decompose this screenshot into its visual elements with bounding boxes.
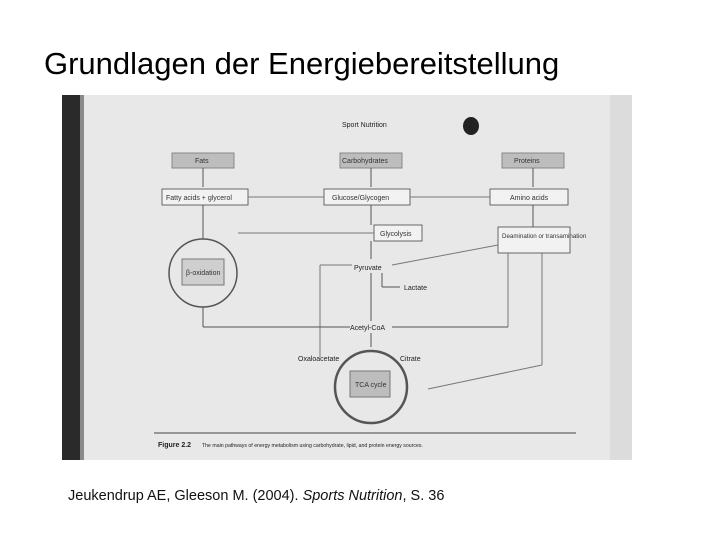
tca-label: TCA cycle: [355, 382, 387, 389]
proteins-label: Proteins: [514, 158, 540, 165]
amino-acids-label: Amino acids: [510, 195, 549, 202]
box-tca: [349, 370, 391, 398]
citrate-label: Citrate: [400, 356, 421, 363]
link-deam-pyruvate: [391, 244, 499, 266]
figure-label: Figure 2.2: [158, 442, 191, 449]
acetyl-coa-label: Acetyl-CoA: [350, 325, 385, 332]
binding-edge: [62, 95, 80, 460]
glucose-label: Glucose/Glycogen: [332, 195, 389, 202]
lactate-label: Lactate: [404, 285, 427, 292]
pyruvate-label: Pyruvate: [354, 265, 382, 272]
figure-caption: The main pathways of energy metabolism u…: [202, 443, 423, 449]
page-background: [62, 95, 632, 460]
ink-blot: [463, 117, 479, 135]
page-margin: [610, 95, 632, 460]
fatty-acids-label: Fatty acids + glycerol: [166, 195, 232, 202]
glycolysis-label: Glycolysis: [380, 231, 412, 238]
oxaloacetate-label: Oxaloacetate: [298, 356, 339, 363]
deamination-label: Deamination or transamination: [502, 233, 587, 240]
slide-title: Grundlagen der Energiebereitstellung: [44, 46, 560, 81]
source-citation: Jeukendrup AE, Gleeson M. (2004). Sports…: [68, 488, 444, 504]
carbohydrates-label: Carbohydrates: [342, 158, 388, 165]
citation-page: , S. 36: [402, 488, 445, 504]
fats-label: Fats: [195, 158, 209, 165]
citation-authors: Jeukendrup AE, Gleeson M. (2004).: [68, 488, 299, 504]
box-beta-oxidation: [181, 258, 225, 286]
citation-book: Sports Nutrition: [302, 488, 403, 504]
scanned-figure: Sport Nutrition Fats Carbohydrates Prote…: [62, 95, 632, 460]
running-header: Sport Nutrition: [342, 122, 387, 129]
link-tca-right: [427, 364, 543, 390]
beta-oxidation-label: β-oxidation: [186, 270, 220, 277]
tca-cycle-ring: [333, 349, 409, 425]
binding-shadow: [80, 95, 84, 460]
metabolism-diagram: Sport Nutrition Fats Carbohydrates Prote…: [62, 95, 632, 460]
box-deamination: [497, 226, 571, 254]
